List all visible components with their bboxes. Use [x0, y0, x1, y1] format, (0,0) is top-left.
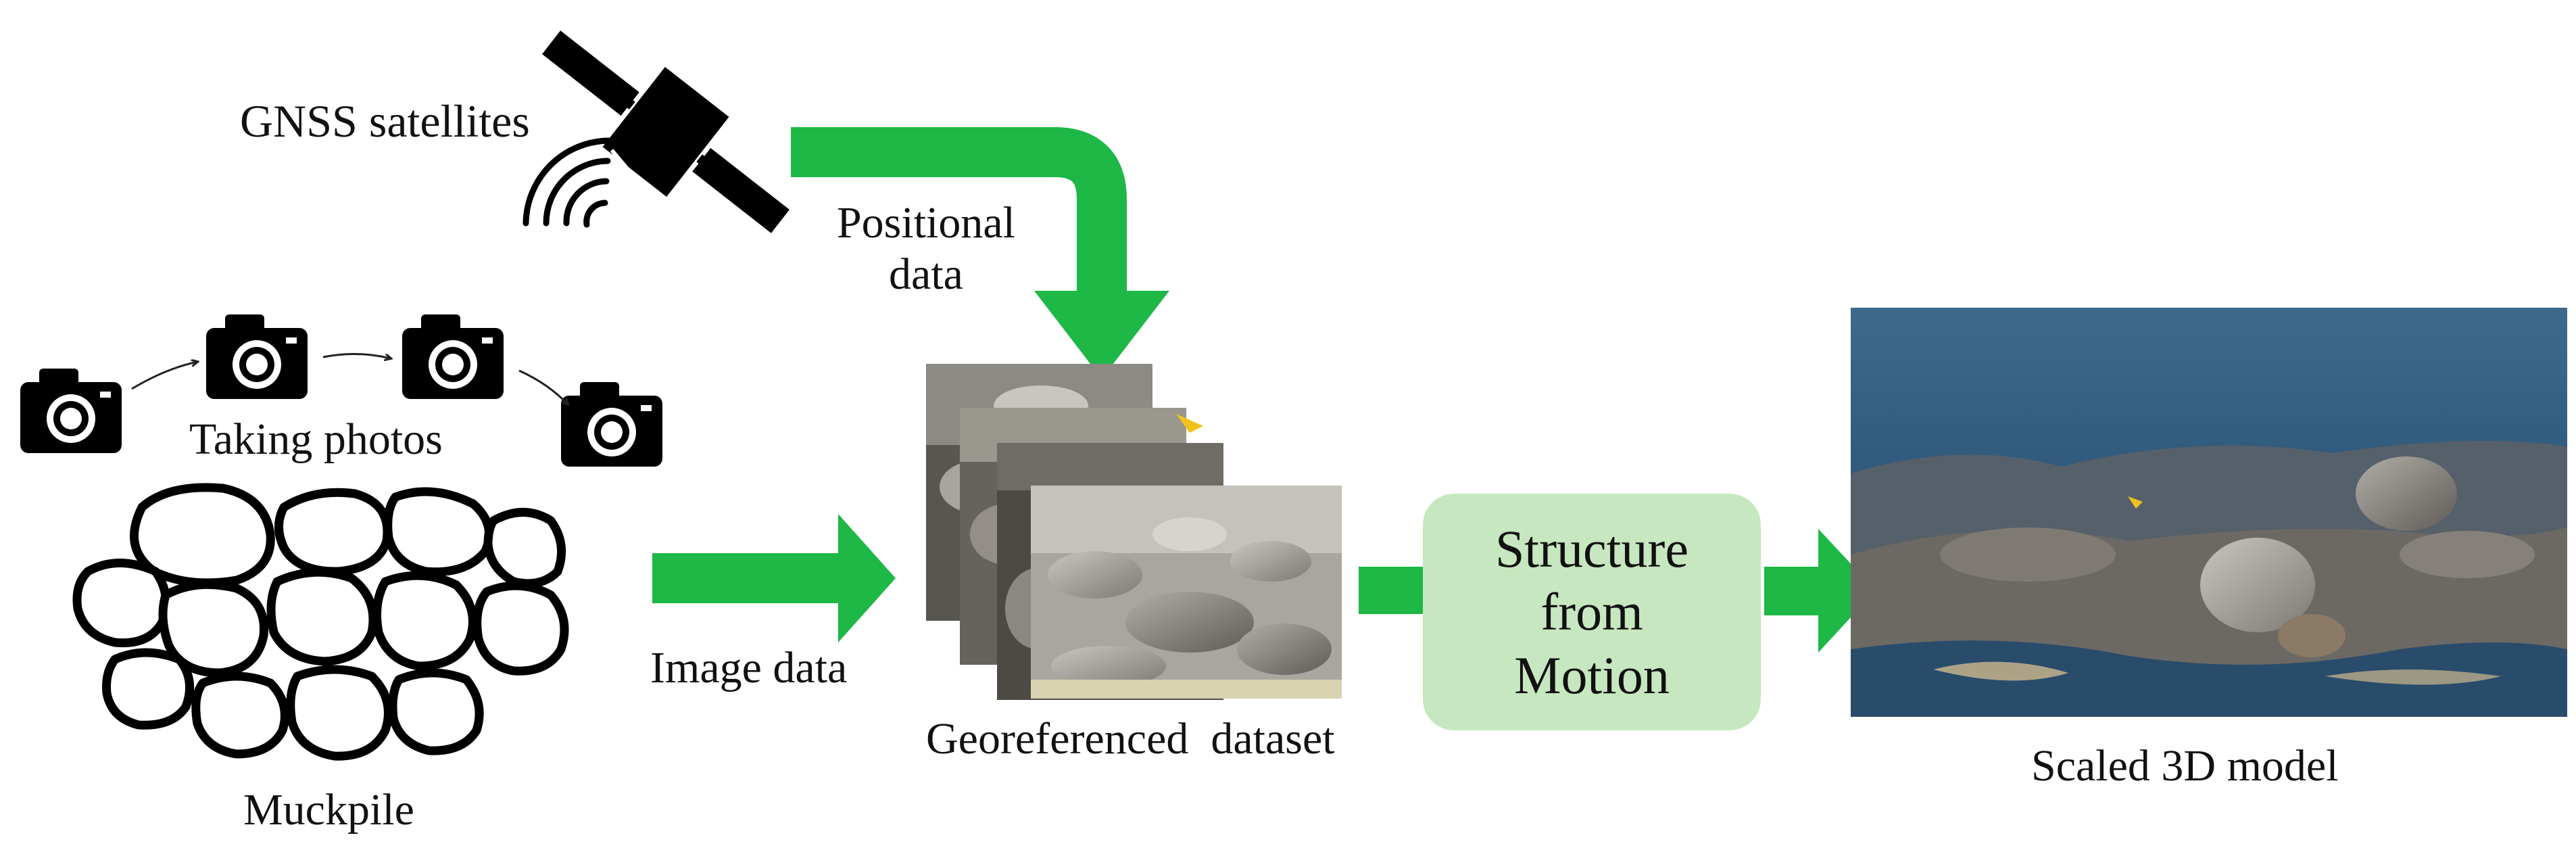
camera-icon-2 — [206, 314, 308, 399]
taking-photos-label: Taking photos — [189, 415, 443, 464]
scaled-3d-model-label: Scaled 3D model — [2031, 741, 2339, 791]
positional-data-label: Positional data — [815, 197, 1038, 300]
sfm-line-1: Structure — [1495, 519, 1688, 578]
to-model-arrow — [1764, 529, 1876, 653]
photo-1 — [1031, 486, 1342, 699]
sfm-line-2: from — [1540, 582, 1643, 642]
rock-outline-icon — [72, 483, 569, 761]
georeferenced-photo-stack — [926, 364, 1342, 700]
structure-from-motion-box: Structure from Motion — [1423, 494, 1761, 730]
positional-data-line-1: Positional — [836, 198, 1016, 248]
camera-icon-1 — [20, 369, 122, 453]
positional-data-arrow — [791, 127, 1169, 379]
muckpile-label: Muckpile — [243, 785, 414, 835]
camera-path-arrows — [131, 352, 568, 404]
satellite-icon — [542, 30, 789, 233]
positional-data-line-2: data — [889, 249, 963, 299]
camera-icon-4 — [561, 382, 662, 467]
scaled-3d-model-image — [1851, 308, 2567, 717]
gnss-satellites-label: GNSS satellites — [240, 95, 530, 147]
camera-icon-3 — [402, 314, 504, 399]
signal-waves-icon — [523, 137, 612, 228]
georeferenced-dataset-label: Georeferenced dataset — [926, 714, 1335, 763]
to-sfm-arrow — [1359, 567, 1425, 614]
sfm-line-3: Motion — [1514, 645, 1670, 705]
image-data-label: Image data — [650, 643, 848, 692]
image-data-arrow — [652, 514, 896, 642]
